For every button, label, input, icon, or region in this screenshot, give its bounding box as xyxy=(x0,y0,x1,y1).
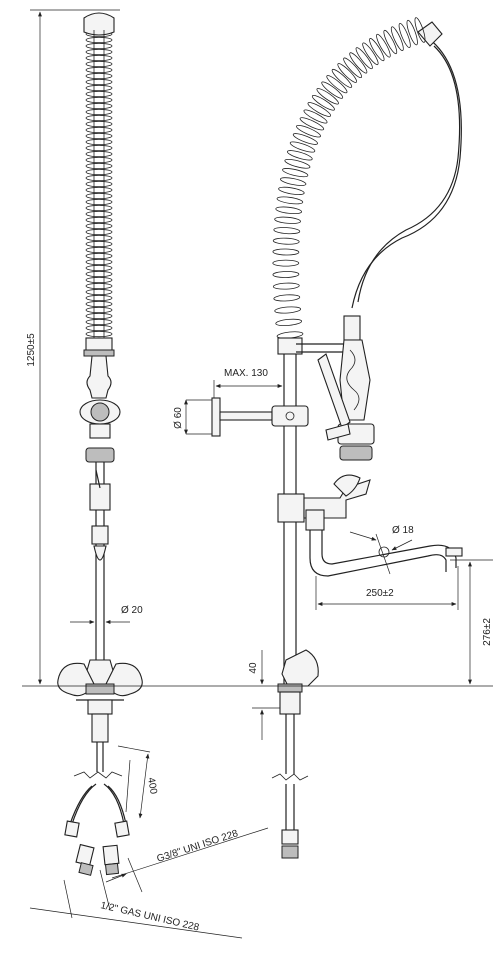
spring-coil-left xyxy=(85,30,113,338)
label-spout-reach: 250±2 xyxy=(366,588,394,599)
label-thread-hose: G3/8" UNI ISO 228 xyxy=(156,828,240,865)
label-diameter-spout: Ø 18 xyxy=(392,525,414,536)
label-base-height: 40 xyxy=(248,662,259,674)
label-max-reach: MAX. 130 xyxy=(224,368,268,379)
label-spout-height: 276±2 xyxy=(482,618,493,646)
label-thread-gas: 1/2" GAS UNI ISO 228 xyxy=(99,900,200,933)
label-diameter-wall: Ø 60 xyxy=(173,407,184,429)
label-diameter-tube: Ø 20 xyxy=(121,605,143,616)
label-hose-length: 400 xyxy=(145,777,159,796)
front-view xyxy=(57,12,143,876)
side-view xyxy=(211,17,463,859)
label-height-total: 1250±5 xyxy=(26,333,37,367)
dimension-lines xyxy=(22,9,493,939)
spring-coil-right xyxy=(272,17,426,339)
